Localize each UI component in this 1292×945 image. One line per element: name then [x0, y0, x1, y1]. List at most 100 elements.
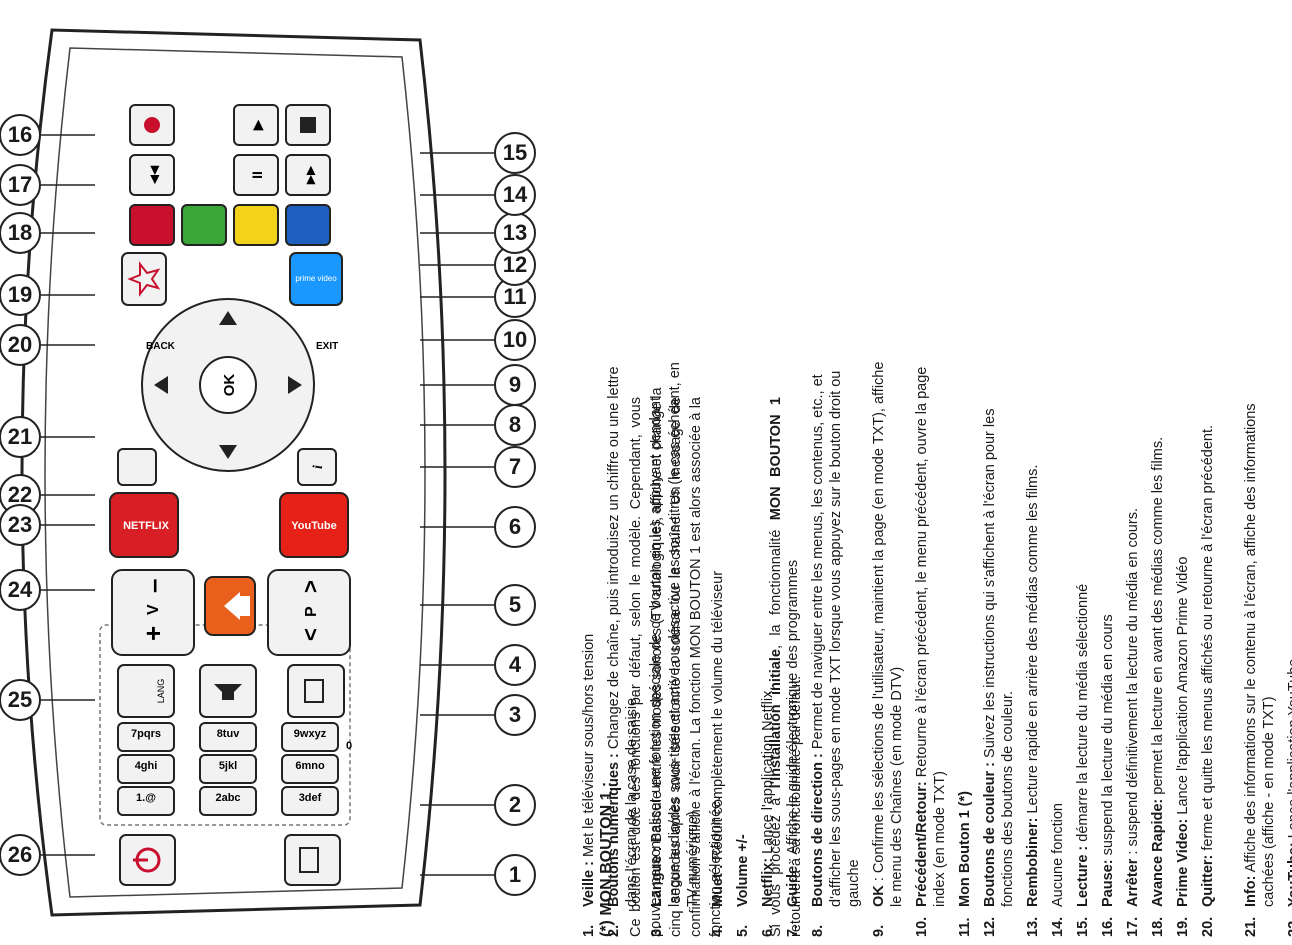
ok-key[interactable]: [199, 356, 257, 414]
legend-item-label: Boutons de direction :: [810, 753, 826, 907]
callout-16: 16: [0, 114, 41, 156]
record-icon: [144, 117, 160, 133]
netflix-key[interactable]: [109, 492, 179, 558]
legend-item-text: Veille : Met le téléviseur sous/hors ten…: [580, 347, 598, 907]
legend-item-label: Volume +/-: [735, 834, 751, 907]
info-key-label: i: [311, 465, 326, 469]
legend-item-12: 12. Boutons de couleur : Suivez les instr…: [981, 337, 1017, 937]
rewind-key[interactable]: [129, 154, 175, 196]
legend-item-text: Aucune fonction: [1049, 347, 1067, 907]
legend-item-text: Rembobiner: Lecture rapide en arrière de…: [1024, 347, 1042, 907]
fast-forward-key[interactable]: [285, 154, 331, 196]
legend-item-label: Pause:: [1100, 859, 1116, 907]
legend-item-text: Boutons de couleur : Suivez les instruct…: [981, 347, 1017, 907]
legend-item-4: 4.Muet : Réduit complètement le volume d…: [709, 337, 727, 937]
legend-item-3: 3. Langue : Bascule entre les modes sonor…: [648, 337, 702, 937]
legend-item-2: 2. Boutons numériques : Changez de chaîne…: [605, 337, 641, 937]
blue-key[interactable]: [285, 204, 331, 246]
youtube-key[interactable]: [279, 492, 349, 558]
legend-item-label: Langue :: [649, 846, 665, 907]
legend-item-label: Lecture :: [1075, 845, 1091, 907]
program-up-label: >: [298, 580, 323, 593]
number-key-3[interactable]: [281, 786, 339, 816]
legend-item-text: Netflix: Lance l'application Netflix.: [759, 347, 777, 907]
green-key[interactable]: [181, 204, 227, 246]
red-key[interactable]: [129, 204, 175, 246]
legend-item-number: 2.: [606, 924, 622, 937]
legend-item-number: 3.: [649, 924, 665, 937]
legend-item-description: : Affiche le guide électronique des prog…: [785, 559, 801, 866]
play-icon: ▶: [249, 119, 265, 130]
my-button-1-key[interactable]: [121, 252, 167, 306]
legend-item-1: 1.Veille : Met le téléviseur sous/hors t…: [580, 337, 598, 937]
legend-item-text: Boutons de direction : Permet de navigue…: [809, 347, 863, 907]
prime-video-key[interactable]: [289, 252, 343, 306]
legend-item-text: YouTube: Lance l'application YouTube.: [1285, 347, 1292, 907]
legend-item-description: : Confirme les sélections de l'utilisate…: [871, 361, 905, 907]
arrow-left-icon: [154, 376, 168, 394]
volume-rocker[interactable]: [111, 569, 195, 656]
rewind-icon: ◀◀: [147, 165, 161, 184]
number-key-label-9: 9wxyz: [294, 728, 327, 740]
legend-item-text: Volume +/-: [734, 347, 752, 907]
guide-key[interactable]: [117, 448, 157, 486]
legend-item-number: 6.: [760, 924, 776, 937]
legend-item-number: 22.: [1286, 916, 1292, 937]
volume-minus-label: –: [138, 579, 168, 593]
legend-item-15: 15.Lecture : démarre la lecture du média…: [1074, 337, 1092, 937]
legend-item-label: Info:: [1243, 875, 1259, 907]
legend-item-text: Quitter: ferme et quitte les menus affic…: [1199, 347, 1217, 907]
number-key-label-6: 6mno: [295, 760, 325, 772]
callout-5: 5: [494, 584, 536, 626]
legend-item-text: Arrêter : suspend définitivement la lect…: [1124, 347, 1142, 907]
legend-item-text: Boutons numériques : Changez de chaîne, …: [605, 347, 641, 907]
legend-item-number: 17.: [1125, 916, 1141, 937]
lang-key[interactable]: [117, 664, 175, 718]
legend-item-description: ferme et quitte les menus affichés ou re…: [1200, 424, 1216, 855]
number-key-5[interactable]: [199, 754, 257, 784]
legend-item-text: Mon Bouton 1 (*): [956, 347, 974, 907]
legend-item-text: Avance Rapide: permet la lecture en avan…: [1149, 347, 1167, 907]
number-key-2[interactable]: [199, 786, 257, 816]
legend-item-number: 11.: [957, 917, 973, 937]
legend-item-description: Met le téléviseur sous/hors tension: [581, 633, 597, 862]
legend-item-number: 18.: [1150, 916, 1166, 937]
info-key[interactable]: [297, 448, 337, 486]
number-key-6[interactable]: [281, 754, 339, 784]
legend-item-label: Boutons numériques :: [606, 753, 622, 907]
number-key-8[interactable]: [199, 722, 257, 752]
legend-item-label: Arrêter: [1125, 858, 1141, 907]
legend-item-text: Prime Video: Lance l'application Amazon …: [1174, 347, 1192, 907]
program-p-label: P: [303, 606, 320, 617]
text-key[interactable]: [287, 664, 345, 718]
legend-item-description: Lance l'application Netflix.: [760, 686, 776, 858]
legend-item-label: Précédent/Retour:: [914, 781, 930, 907]
number-key-9[interactable]: [281, 722, 339, 752]
pause-key[interactable]: [233, 154, 279, 196]
number-key-label-7: 7pqrs: [131, 728, 161, 740]
legend-item-description: Bascule entre les modes sonores (TV anal…: [649, 362, 701, 907]
number-key-7[interactable]: [117, 722, 175, 752]
arrow-up-icon: [219, 311, 237, 325]
callout-9: 9: [494, 364, 536, 406]
legend-item-label: Quitter:: [1200, 854, 1216, 907]
program-rocker[interactable]: [267, 569, 351, 656]
legend-item-label: YouTube:: [1286, 842, 1292, 907]
play-key[interactable]: [233, 104, 279, 146]
number-key-label-5: 5jkl: [219, 760, 237, 772]
callout-2: 2: [494, 784, 536, 826]
legend-item-text: Pause: suspend la lecture du média en co…: [1099, 347, 1117, 907]
number-key-4[interactable]: [117, 754, 175, 784]
legend-item-11: 11. Mon Bouton 1 (*): [956, 337, 974, 937]
callout-17: 17: [0, 164, 41, 206]
legend-item-label: Mon Bouton 1 (*): [957, 791, 973, 907]
yellow-key[interactable]: [233, 204, 279, 246]
number-key-1[interactable]: [117, 786, 175, 816]
legend-item-number: 4.: [710, 924, 726, 937]
source-key[interactable]: [284, 834, 341, 886]
legend-item-number: 12.: [982, 916, 998, 937]
legend-item-21: 21.Info: Affiche des informations sur le…: [1242, 337, 1278, 937]
